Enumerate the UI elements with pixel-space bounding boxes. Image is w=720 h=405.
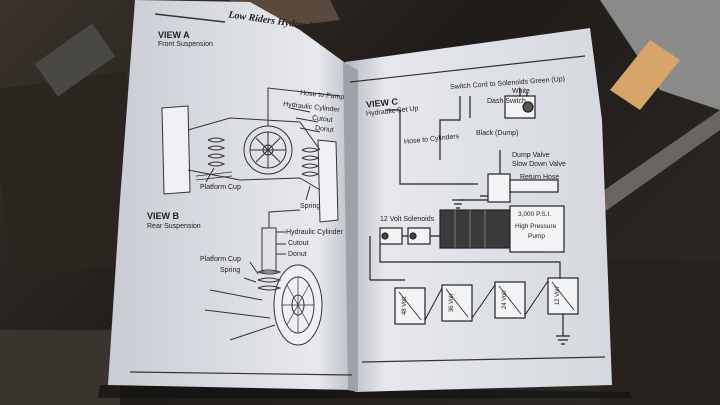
label-platform-cup-a: Platform Cup	[200, 184, 241, 191]
left-page	[108, 0, 355, 390]
view-b-subtitle: Rear Suspension	[147, 223, 201, 230]
hydraulic-setup-drawing	[369, 88, 579, 345]
label-dash-switch: Dash Switch	[487, 98, 526, 105]
label-return-hose: Return Hose	[520, 174, 560, 181]
label-black-dump: Black (Dump)	[476, 130, 519, 137]
view-b-title: VIEW B	[147, 211, 180, 221]
front-suspension-drawing	[161, 87, 341, 223]
label-dump-valve: Dump Valve	[512, 152, 550, 159]
label-pump-psi: 3,000 P.S.I.	[518, 211, 552, 218]
label-slow-down-valve: Slow Down Valve	[512, 161, 566, 168]
label-pump-name-2: Pump	[528, 233, 545, 240]
label-hydraulic-cylinder-b: Hydraulic Cylinder	[286, 229, 343, 236]
rear-suspension-drawing	[204, 209, 323, 346]
label-cutout-b: Cutout	[288, 240, 309, 247]
label-white: White	[512, 88, 530, 95]
battery-36v: 36 Volt	[449, 293, 456, 313]
battery-12v: 12 Volt	[555, 286, 562, 306]
label-spring-b: Spring	[220, 267, 241, 274]
view-a-title: VIEW A	[158, 30, 190, 40]
label-spring-a: Spring	[300, 203, 321, 210]
label-platform-cup-b: Platform Cup	[200, 256, 241, 263]
label-solenoids: 12 Volt Solenoids	[380, 216, 435, 223]
battery-48v: 48 Volt	[402, 296, 409, 316]
view-a-subtitle: Front Suspension	[158, 41, 213, 48]
label-donut-b: Donut	[288, 251, 307, 258]
label-pump-name-1: High Pressure	[515, 223, 557, 230]
battery-24v: 24 Volt	[502, 290, 509, 310]
